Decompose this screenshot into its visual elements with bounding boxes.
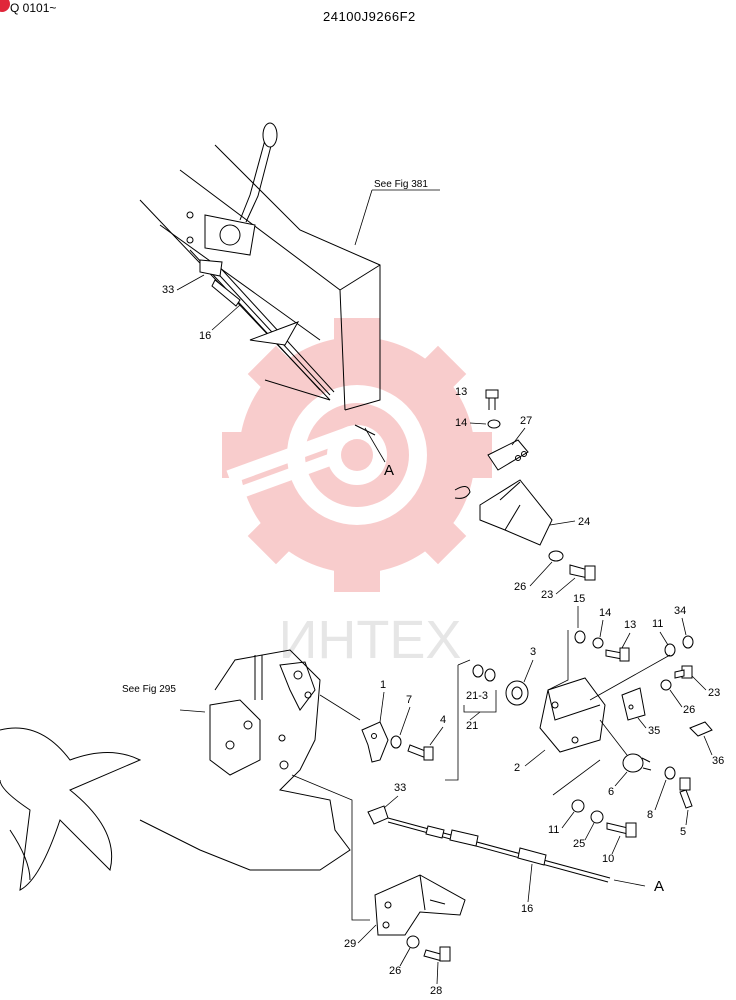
- callout-29: 29: [344, 938, 356, 950]
- callout-2: 2: [514, 762, 520, 774]
- callout-6: 6: [608, 786, 614, 798]
- callout-33-top: 33: [162, 284, 174, 296]
- callout-25: 25: [573, 838, 585, 850]
- callout-16-top: 16: [199, 330, 211, 342]
- callout-15: 15: [573, 593, 585, 605]
- watermark-logo: [222, 318, 492, 592]
- callout-28: 28: [430, 985, 442, 997]
- callout-1: 1: [380, 679, 386, 691]
- callout-13-top: 13: [455, 386, 467, 398]
- callout-4: 4: [440, 714, 446, 726]
- callout-26-c: 26: [389, 965, 401, 977]
- callout-13-b: 13: [624, 619, 636, 631]
- corner-marker: [0, 0, 10, 12]
- callout-33-b: 33: [394, 782, 406, 794]
- callout-14-top: 14: [455, 417, 467, 429]
- diagram-code: 24100J9266F2: [323, 9, 416, 24]
- callout-21: 21: [466, 720, 478, 732]
- watermark-text: ИНТЕХ: [279, 610, 462, 670]
- callout-35: 35: [648, 725, 660, 737]
- callout-8: 8: [647, 809, 653, 821]
- callout-16-b: 16: [521, 903, 533, 915]
- callout-23-b: 23: [708, 687, 720, 699]
- callout-27: 27: [520, 415, 532, 427]
- lower-left-cluster: See Fig 295 1 7 4 21-3 21: [0, 649, 664, 997]
- callout-21-3: 21-3: [466, 690, 488, 702]
- callout-36: 36: [712, 755, 724, 767]
- top-console-assembly: See Fig 381 A 33 16: [139, 122, 440, 479]
- callout-11-b: 11: [548, 824, 559, 836]
- callout-26-mid: 26: [514, 581, 526, 593]
- callout-7: 7: [406, 694, 412, 706]
- callout-10: 10: [602, 853, 614, 865]
- callout-23-mid: 23: [541, 589, 553, 601]
- callout-14-b: 14: [599, 607, 611, 619]
- callout-26-b: 26: [683, 704, 695, 716]
- callout-5: 5: [680, 826, 686, 838]
- ref-fig-295: See Fig 295: [122, 684, 176, 695]
- lever-knob: [262, 122, 278, 148]
- callout-3: 3: [530, 646, 536, 658]
- ref-fig-381: See Fig 381: [374, 179, 428, 190]
- callout-24: 24: [578, 516, 590, 528]
- connector-a-bottom: A: [654, 878, 664, 895]
- serial-range: Q 0101~: [10, 1, 57, 15]
- callout-11-a: 11: [652, 618, 663, 630]
- callout-34: 34: [674, 605, 686, 617]
- lower-right-cluster: 2 3 15 14 13 11 34: [505, 593, 724, 865]
- bracket-24-cluster: 13 14 27 24 26 23: [454, 386, 596, 601]
- connector-a-top: A: [384, 462, 394, 479]
